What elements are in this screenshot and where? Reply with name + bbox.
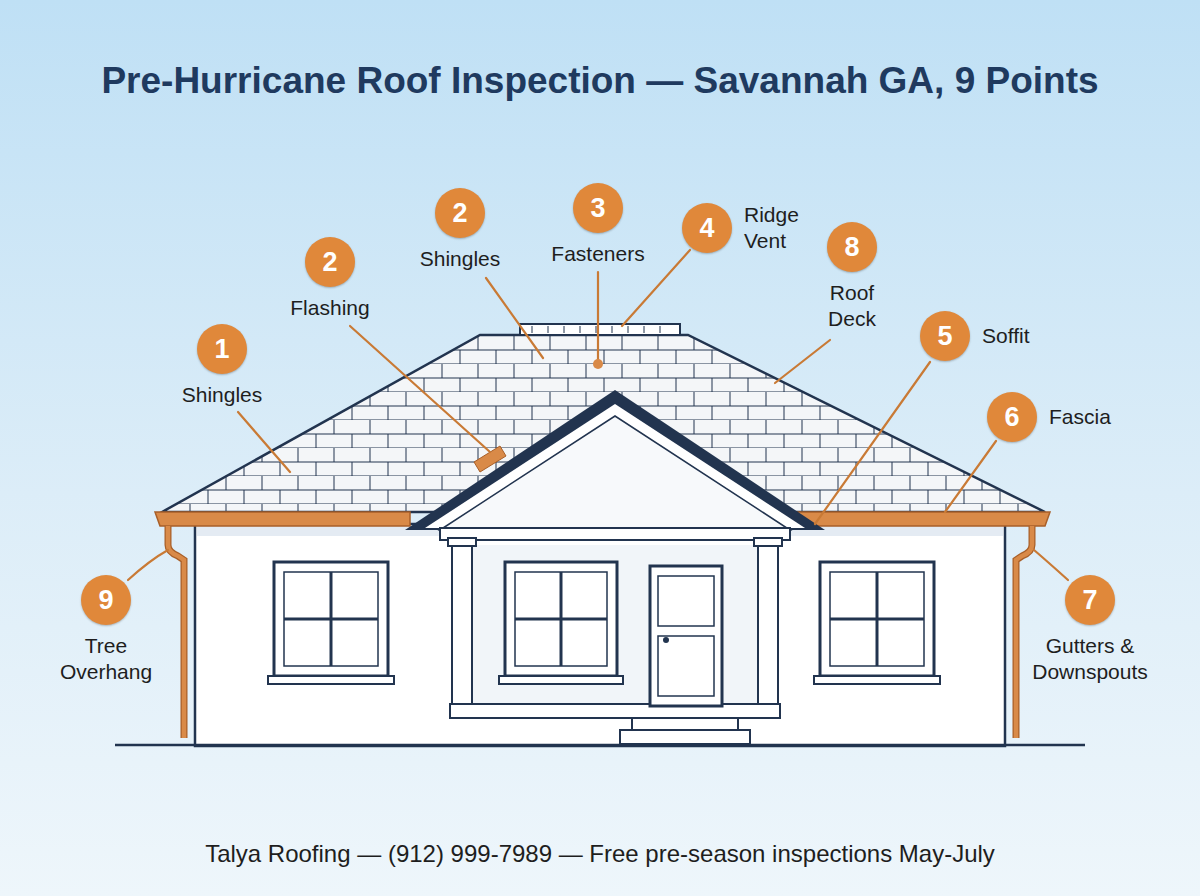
callout: 2Flashing: [290, 237, 369, 321]
diagram-title: Pre-Hurricane Roof Inspection — Savannah…: [0, 60, 1200, 102]
part-name: Tree Overhang: [51, 633, 161, 685]
callout: 1Shingles: [182, 324, 263, 408]
part-name: Shingles: [182, 382, 263, 408]
callout-number: 1: [197, 324, 247, 374]
callout-number: 8: [827, 222, 877, 272]
part-name: Shingles: [420, 246, 501, 272]
callout-number: 5: [920, 311, 970, 361]
callout: 8Roof Deck: [812, 222, 892, 332]
callout: 3Fasteners: [551, 183, 644, 267]
part-name: Fascia: [1049, 404, 1111, 430]
part-name: Gutters & Downspouts: [1015, 633, 1165, 685]
callout-number: 4: [682, 203, 732, 253]
callout: 6 Fascia: [987, 392, 1111, 442]
footer-caption: Talya Roofing — (912) 999-7989 — Free pr…: [0, 840, 1200, 868]
callout-number: 3: [573, 183, 623, 233]
callout: 2Shingles: [420, 188, 501, 272]
callout-number: 9: [81, 575, 131, 625]
part-name: Roof Deck: [812, 280, 892, 332]
part-name: Ridge Vent: [744, 202, 814, 254]
part-name: Soffit: [982, 323, 1029, 349]
callout-number: 2: [305, 237, 355, 287]
part-name: Flashing: [290, 295, 369, 321]
callout-number: 2: [435, 188, 485, 238]
callout: 9Tree Overhang: [51, 575, 161, 685]
part-name: Fasteners: [551, 241, 644, 267]
callout: 5 Soffit: [920, 311, 1029, 361]
callout-number: 6: [987, 392, 1037, 442]
callout-number: 7: [1065, 575, 1115, 625]
callout: 4Ridge Vent: [682, 202, 814, 254]
callout: 7Gutters & Downspouts: [1015, 575, 1165, 685]
